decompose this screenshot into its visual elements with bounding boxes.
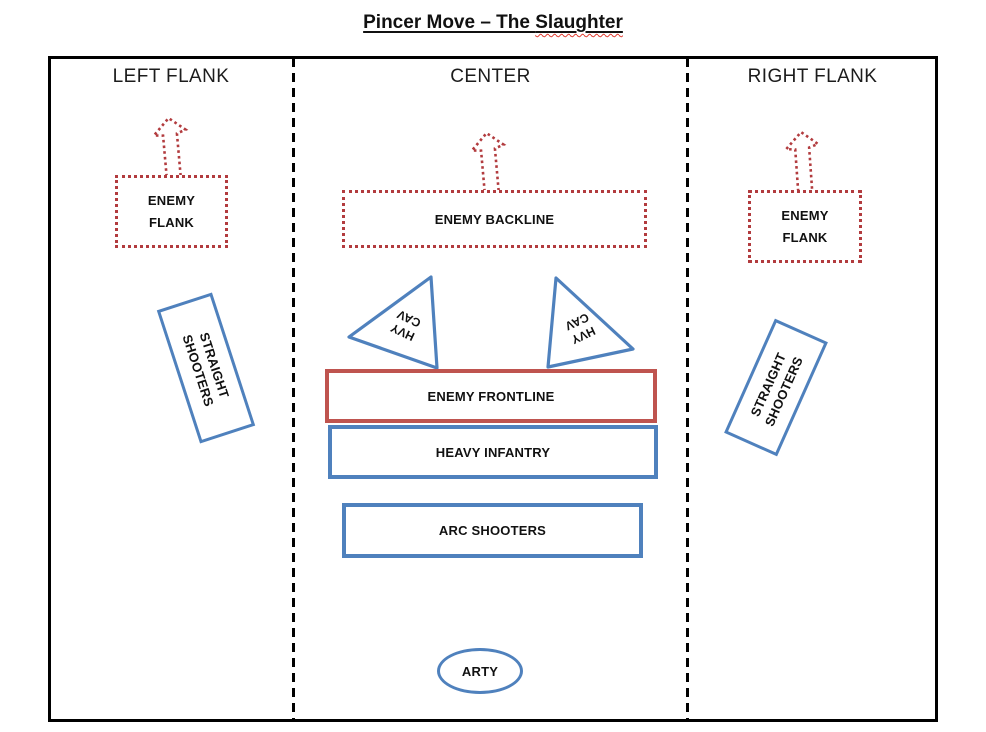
enemy-flank-box-right: ENEMY FLANK <box>748 190 862 263</box>
enemy-flank-right-line1: ENEMY <box>781 207 829 223</box>
column-divider-right <box>686 58 689 719</box>
enemy-flank-box-left: ENEMY FLANK <box>115 175 228 248</box>
page-title: Pincer Move – The Slaughter <box>0 12 986 34</box>
enemy-flank-right-line2: FLANK <box>782 229 828 245</box>
straight-shooters-left-label: STRAIGHT SHOOTERS <box>178 327 233 409</box>
arc-shooters-box: ARC SHOOTERS <box>342 503 643 558</box>
column-header-center: CENTER <box>450 66 531 87</box>
column-divider-left <box>292 58 295 719</box>
enemy-flank-left-line2: FLANK <box>148 214 195 230</box>
column-header-left-flank: LEFT FLANK <box>112 66 230 87</box>
page-title-spellcheck-word: Slaughter <box>535 12 623 33</box>
arty-ellipse: ARTY <box>437 648 523 694</box>
enemy-frontline-box: ENEMY FRONTLINE <box>325 369 657 423</box>
heavy-infantry-box: HEAVY INFANTRY <box>328 425 658 479</box>
enemy-flank-left-line1: ENEMY <box>147 192 196 208</box>
enemy-backline-box: ENEMY BACKLINE <box>342 190 647 248</box>
page-title-text: Pincer Move – The <box>363 12 536 33</box>
column-header-right-flank: RIGHT FLANK <box>747 66 878 87</box>
